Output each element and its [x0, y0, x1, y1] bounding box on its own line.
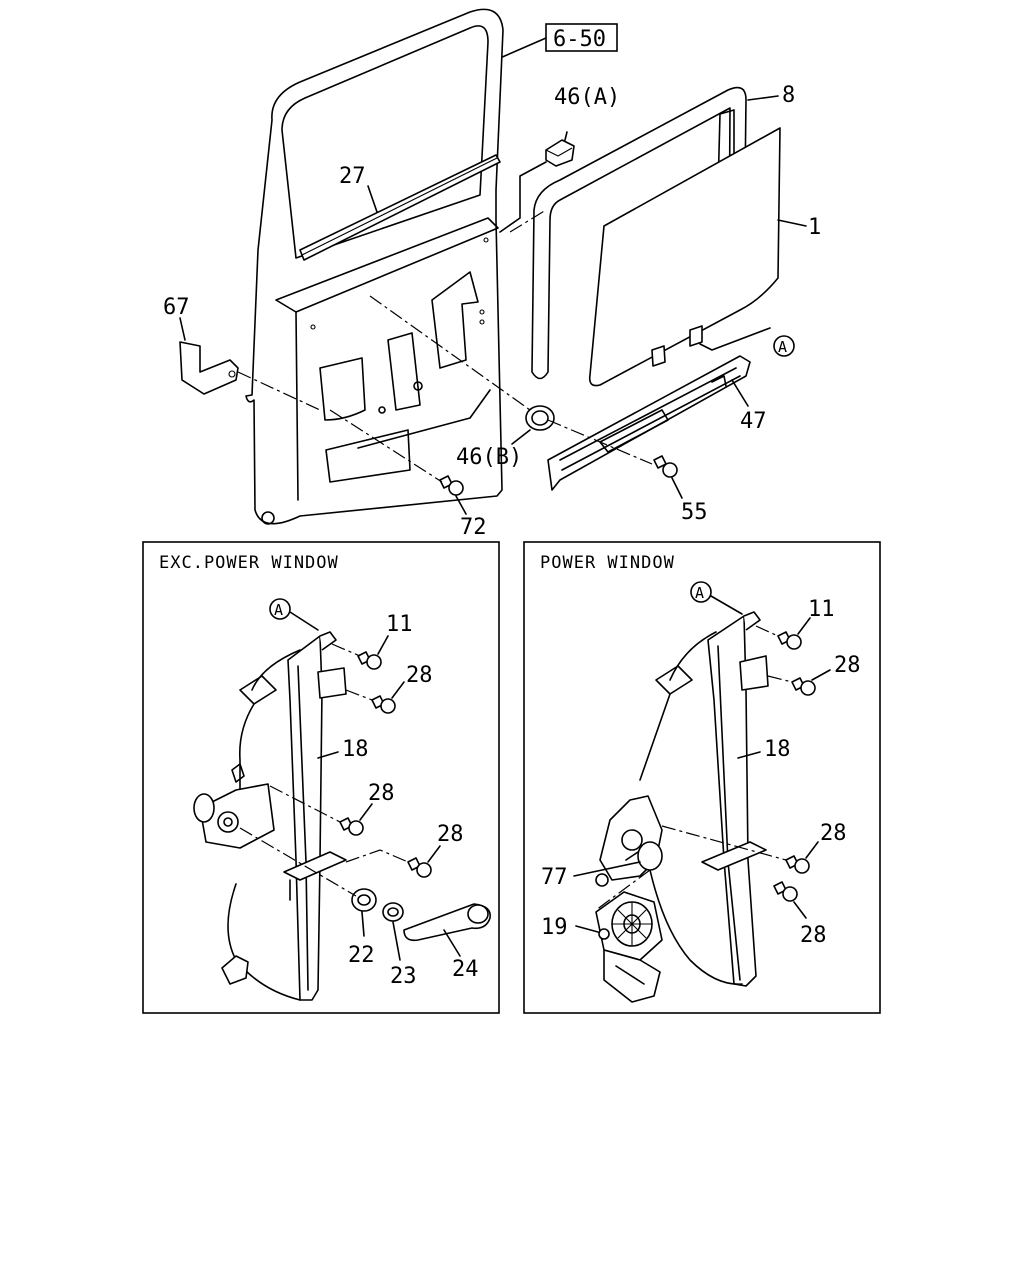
callout-72: 72 — [460, 515, 487, 540]
glass-channel-47[interactable] — [547, 355, 751, 491]
bolt-55[interactable] — [653, 455, 678, 478]
bolt-11-power[interactable] — [777, 631, 802, 650]
label-11-power: 11 — [808, 597, 835, 622]
label-77: 77 — [541, 865, 568, 890]
label-11-manual: 11 — [386, 612, 413, 637]
window-motor-19[interactable] — [595, 891, 663, 1003]
callout-55: 55 — [681, 500, 708, 525]
label-28a-power: 28 — [834, 653, 861, 678]
panel-manual-window: EXC.POWER WINDOW A — [142, 541, 500, 1014]
label-28a-manual: 28 — [406, 663, 433, 688]
callout-46a: 46(A) — [554, 85, 620, 110]
label-28b-power: 28 — [820, 821, 847, 846]
callout-46b: 46(B) — [456, 445, 522, 470]
label-18-power: 18 — [764, 737, 791, 762]
bolt-28-manual-lower[interactable] — [407, 857, 432, 878]
callout-47: 47 — [740, 409, 767, 434]
door-glass-1[interactable] — [588, 127, 781, 387]
callout-8: 8 — [782, 83, 795, 108]
label-a-manual: A — [274, 601, 283, 619]
bolt-28-power-upper[interactable] — [791, 677, 816, 696]
page-reference[interactable]: 6-50 — [545, 23, 618, 52]
bracket-67[interactable] — [179, 341, 239, 395]
panel-power-window: POWER WINDOW A 11 — [523, 541, 881, 1014]
bolt-11-manual[interactable] — [357, 651, 382, 670]
window-handle-24[interactable] — [403, 903, 491, 942]
label-28c-manual: 28 — [437, 822, 464, 847]
washer-23[interactable] — [382, 902, 404, 922]
bolt-28-power-lower[interactable] — [773, 881, 798, 902]
label-23: 23 — [390, 964, 417, 989]
label-28b-manual: 28 — [368, 781, 395, 806]
bolt-28-manual-middle[interactable] — [339, 817, 364, 836]
label-24: 24 — [452, 957, 479, 982]
label-28c-power: 28 — [800, 923, 827, 948]
washer-22[interactable] — [351, 888, 377, 912]
callout-1: 1 — [808, 215, 821, 240]
panel-title-power: POWER WINDOW — [540, 553, 675, 573]
page-reference-label: 6-50 — [553, 27, 606, 52]
panel-title-manual: EXC.POWER WINDOW — [159, 553, 339, 573]
door-panel — [245, 8, 504, 525]
reference-marker-a: A — [773, 335, 795, 357]
stopper-46a[interactable] — [545, 139, 575, 167]
weatherstrip-27[interactable] — [299, 154, 501, 261]
regulator-gear-manual[interactable] — [193, 763, 275, 849]
label-18-manual: 18 — [342, 737, 369, 762]
bolt-72[interactable] — [439, 475, 464, 496]
callout-a-top: A — [778, 338, 787, 356]
label-a-power: A — [695, 584, 704, 602]
callout-27: 27 — [339, 164, 366, 189]
bolt-28-power-middle[interactable] — [785, 855, 810, 874]
bolt-28-manual-upper[interactable] — [371, 695, 396, 714]
callout-67: 67 — [163, 295, 190, 320]
label-22: 22 — [348, 943, 375, 968]
stopper-46b[interactable] — [525, 405, 555, 431]
label-19: 19 — [541, 915, 568, 940]
